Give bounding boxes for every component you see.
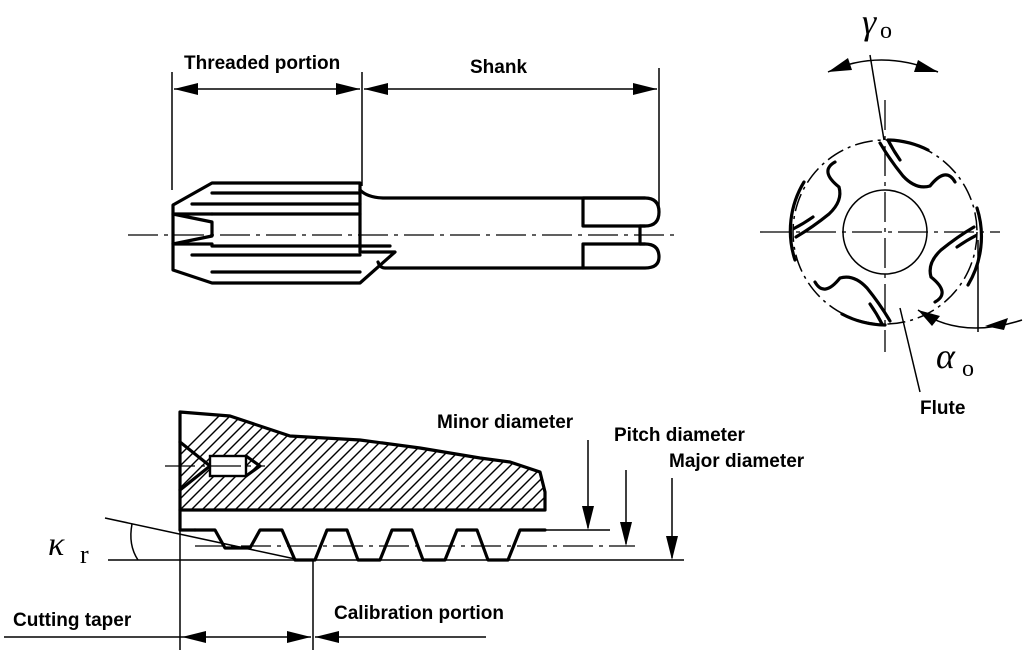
cutting-angle-symbol: κ [48,526,65,563]
cutting-angle-subscript: r [80,540,89,569]
calibration-portion-label: Calibration portion [334,603,504,624]
cutting-taper-label: Cutting taper [13,610,132,631]
land-right [928,225,977,304]
arrowhead-down [582,506,594,530]
thread-profile-detail: κ r Minor diameter Pitch diameter Major … [4,405,805,650]
major-circle-dashed [792,139,978,325]
land-bottom [813,275,892,324]
arrowhead-left [174,83,198,95]
pitch-diameter-label: Pitch diameter [614,425,746,446]
hatch-line [515,412,545,510]
chamfer-tip [171,212,214,246]
hatch-line [180,412,253,510]
major-diameter-label: Major diameter [669,451,805,472]
outer-arc-right [966,206,983,287]
arrowhead-left [828,58,852,72]
threaded-body-outline [171,181,397,285]
threaded-portion-label: Threaded portion [184,53,340,74]
outer-arc-top [886,138,930,152]
square-drive-top [581,196,647,228]
land-top [878,140,957,189]
hatch-line [180,412,264,510]
section-outline [178,410,547,512]
arrowhead-right [914,60,938,72]
hatch-line [560,405,670,515]
hatch-line [493,412,545,510]
flute-leader-line [899,307,921,393]
hatch-line [504,412,545,510]
tap-cross-section: γ o α o Flute [760,2,1023,419]
core-circle [842,189,928,275]
taper-angle-arc [130,523,139,561]
thread-teeth [193,528,547,562]
tap-side-view: Threaded portion Shank [128,53,680,285]
square-drive-bottom [581,242,647,270]
rake-angle-subscript: o [880,18,892,44]
arrowhead-right [985,318,1008,330]
arrowhead-left [315,631,339,643]
clearance-angle-subscript: o [962,356,974,382]
arrowhead-left [182,631,206,643]
hatch-line [180,412,242,510]
hatch-line [180,412,231,510]
arrowhead-left [364,83,388,95]
flute-label: Flute [920,398,965,419]
arrowhead-left [918,310,940,326]
minor-diameter-label: Minor diameter [437,412,574,433]
clearance-angle-symbol: α [936,336,956,376]
shank-outline [358,188,661,270]
land-left [793,160,842,239]
arrowhead-right [336,83,360,95]
outer-arc-bottom [840,312,887,327]
rake-leader-line [869,54,885,141]
arrowhead-right [287,631,311,643]
shank-label: Shank [470,57,527,78]
arrowhead-down [666,536,678,560]
taper-line [104,517,301,561]
rake-angle-symbol: γ [862,2,877,42]
arrowhead-right [633,83,657,95]
outer-arc-left [788,180,806,262]
arrowhead-down [620,522,632,546]
